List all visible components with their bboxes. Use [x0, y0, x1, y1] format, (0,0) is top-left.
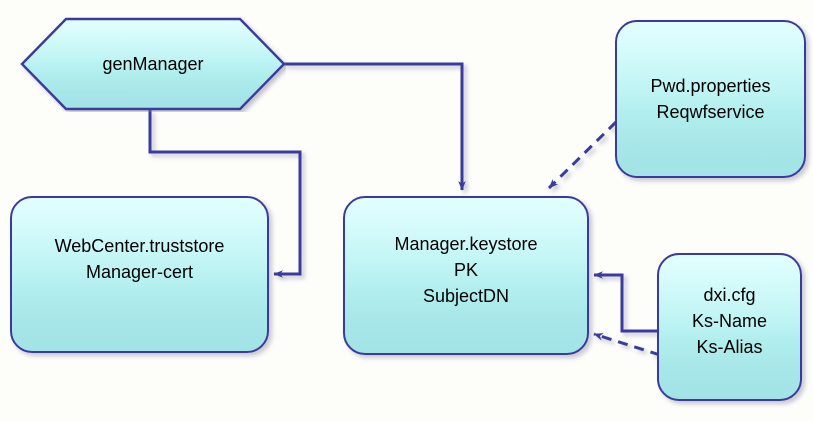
edge-dxi-cfg-to-manager-keystore-solid	[593, 271, 657, 333]
node-webcenter-truststore-label: WebCenter.truststore Manager-cert	[54, 235, 225, 282]
node-manager-keystore[interactable]: Manager.keystore PK SubjectDN	[343, 196, 589, 355]
node-manager-keystore-label: Manager.keystore PK SubjectDN	[394, 233, 538, 306]
node-dxi-cfg[interactable]: dxi.cfg Ks-Name Ks-Alias	[657, 253, 802, 401]
node-gen-manager[interactable]: genManager	[20, 16, 286, 112]
edge-dxi-cfg-to-manager-keystore-dashed	[593, 332, 661, 357]
node-pwd-properties[interactable]: Pwd.properties Reqwfservice	[615, 20, 806, 178]
node-webcenter-truststore[interactable]: WebCenter.truststore Manager-cert	[10, 196, 269, 353]
edge-pwd-properties-to-manager-keystore	[547, 120, 618, 190]
node-dxi-cfg-label: dxi.cfg Ks-Name Ks-Alias	[691, 285, 767, 357]
node-pwd-properties-label: Pwd.properties Reqwfservice	[650, 76, 771, 122]
edge-gen-manager-to-manager-keystore	[283, 62, 466, 191]
hexagon-shape	[20, 17, 286, 111]
node-gen-manager-label: genManager	[102, 54, 204, 74]
